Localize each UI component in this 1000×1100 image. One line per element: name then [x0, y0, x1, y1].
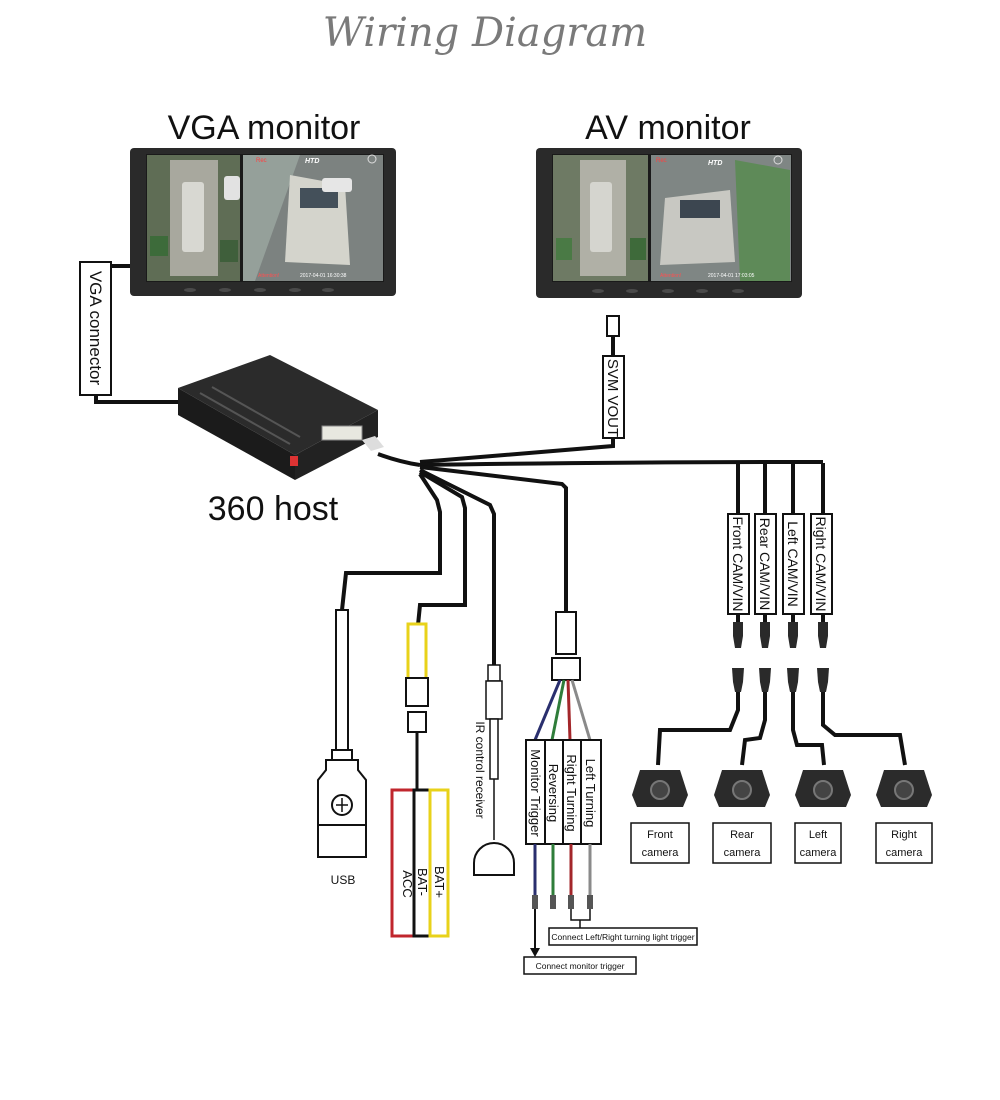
right-turning-label: Right Turning	[564, 754, 579, 831]
power-harness: ACC BAT- BAT+	[390, 622, 450, 938]
camera-cable-plugs	[732, 668, 829, 692]
av-brand: HTD	[708, 160, 722, 167]
right-camera	[876, 770, 932, 807]
usb-label: USB	[331, 873, 356, 887]
host-box	[178, 355, 384, 480]
left-camera	[795, 770, 851, 807]
camera-labels: Front camera Rear camera Left camera Rig…	[630, 822, 933, 864]
turning-note-text: Connect Left/Right turning light trigger	[551, 932, 694, 942]
front-camera-label-2: camera	[642, 847, 680, 859]
left-cam-input-label: Left CAM/VIN	[785, 521, 801, 607]
vga-connector: VGA connector	[79, 261, 180, 404]
ir-sensor-icon	[473, 842, 515, 876]
rear-camera	[714, 770, 770, 807]
vga-settings-icon	[367, 154, 377, 164]
front-camera-label-1: Front	[647, 829, 673, 841]
vga-brand: HTD	[305, 158, 319, 165]
av-monitor-label: AV monitor	[585, 109, 751, 147]
monitor-trigger-label: Monitor Trigger	[528, 749, 543, 837]
right-camera-label-2: camera	[886, 847, 924, 859]
av-timestamp: 2017-04-01 17:03:05	[708, 273, 755, 279]
camera-input-labels: Front CAM/VIN Rear CAM/VIN Left CAM/VIN …	[727, 513, 833, 615]
arrow-down-icon	[530, 948, 540, 957]
rear-cam-input-label: Rear CAM/VIN	[757, 518, 773, 611]
av-rec-label: Rec	[656, 158, 667, 164]
front-cam-input-label: Front CAM/VIN	[730, 517, 746, 612]
left-turning-label: Left Turning	[583, 759, 598, 828]
vga-attention-label: Attention!	[258, 273, 279, 279]
monitor-trigger-note-text: Connect monitor trigger	[536, 961, 625, 971]
av-attention-label: Attention!	[660, 273, 681, 279]
av-monitor: Rec HTD Attention! 2017-04-01 17:03:05	[536, 148, 802, 298]
left-camera-label-2: camera	[800, 847, 838, 859]
front-camera	[632, 770, 688, 807]
vga-timestamp: 2017-04-01 16:30:38	[300, 273, 347, 279]
av-settings-icon	[773, 155, 783, 165]
monitor-trigger-note: Connect monitor trigger	[523, 956, 637, 975]
ir-label: IR control receiver	[473, 721, 487, 818]
vga-monitor-label: VGA monitor	[168, 109, 361, 147]
right-camera-label-1: Right	[891, 829, 917, 841]
vga-monitor: Rec HTD Attention! 2017-04-01 16:30:38	[130, 148, 396, 296]
camera-input-plugs	[733, 614, 828, 648]
rear-camera-label-1: Rear	[730, 829, 754, 841]
vga-rec-label: Rec	[256, 158, 267, 164]
bat-plus-label: BAT+	[432, 866, 447, 898]
left-camera-label-1: Left	[809, 829, 827, 841]
camera-cables	[656, 692, 907, 766]
acc-label: ACC	[400, 870, 415, 897]
reversing-label: Reversing	[546, 764, 561, 823]
svm-vout-label: SVM VOUT	[604, 359, 621, 437]
wire-harness	[340, 452, 825, 665]
av-button-bar	[592, 289, 744, 293]
turning-note: Connect Left/Right turning light trigger	[548, 927, 698, 946]
ir-receiver	[473, 664, 515, 876]
diagram-title: Wiring Diagram	[323, 10, 647, 56]
right-cam-input-label: Right CAM/VIN	[813, 517, 829, 612]
trigger-harness: Monitor Trigger Reversing Right Turning …	[525, 611, 602, 957]
usb-cable	[317, 609, 367, 858]
vga-button-bar	[184, 288, 334, 292]
host-label: 360 host	[208, 490, 339, 528]
rear-camera-label-2: camera	[724, 847, 762, 859]
vga-connector-label: VGA connector	[86, 271, 105, 386]
svm-vout-connector: SVM VOUT	[419, 315, 625, 464]
bat-minus-label: BAT-	[415, 868, 430, 896]
